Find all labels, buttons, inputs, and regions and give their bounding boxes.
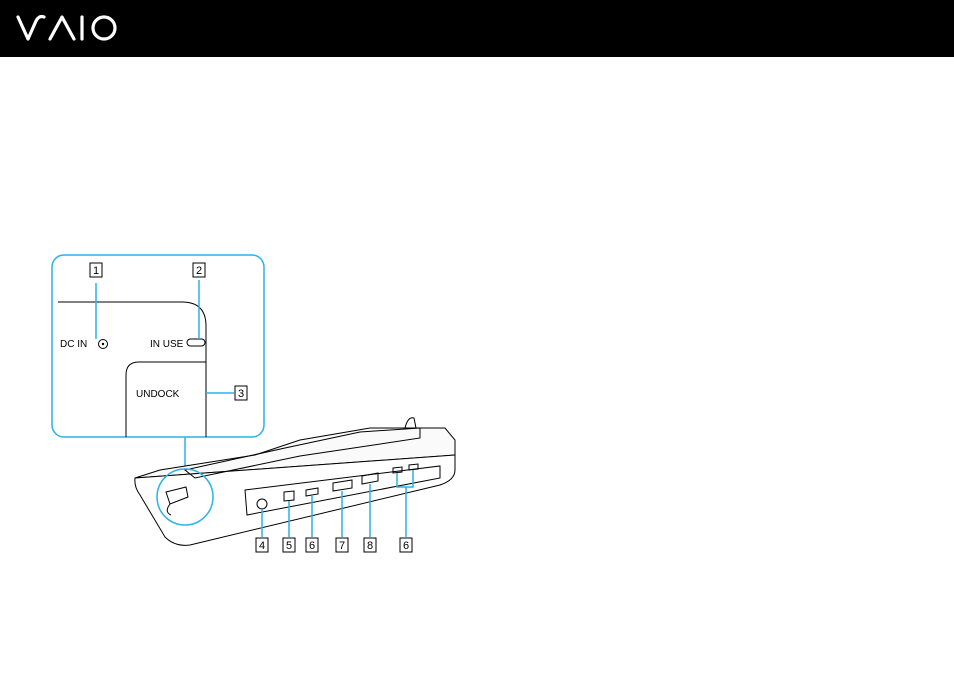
callout-8: 8 bbox=[367, 540, 373, 552]
dc-in-label: DC IN bbox=[60, 339, 87, 350]
undock-label: UNDOCK bbox=[136, 389, 180, 400]
in-use-indicator bbox=[187, 339, 205, 346]
callout-6: 6 bbox=[309, 540, 315, 552]
callout-2: 2 bbox=[196, 265, 202, 277]
callout-4: 4 bbox=[259, 540, 265, 552]
in-use-label: IN USE bbox=[150, 339, 184, 350]
callout-1: 1 bbox=[93, 265, 99, 277]
callout-3: 3 bbox=[238, 388, 244, 400]
inset-dock-outline bbox=[58, 302, 206, 437]
callout-5: 5 bbox=[286, 540, 292, 552]
callout-7: 7 bbox=[339, 540, 345, 552]
callout-6b: 6 bbox=[403, 540, 409, 552]
